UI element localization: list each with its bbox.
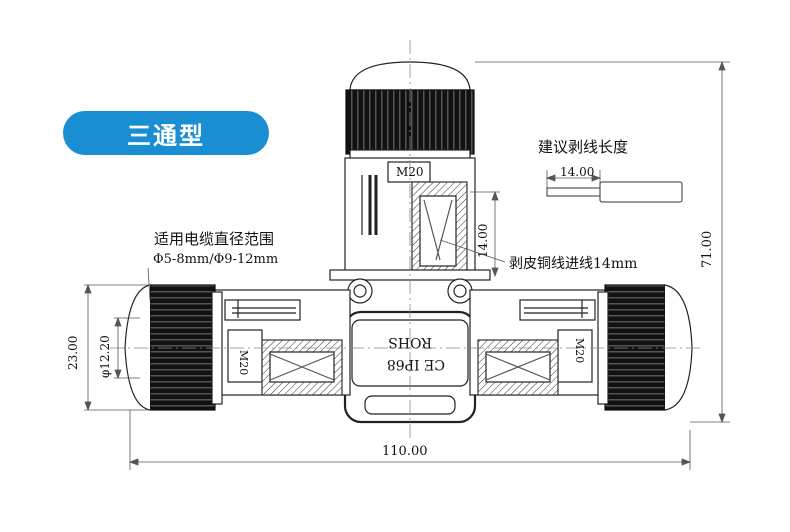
type-badge: 三通型 [63, 111, 269, 155]
total-width-dim: 110.00 [382, 444, 428, 459]
thread-top-mark: M20 [396, 165, 424, 179]
cable-range-title: 适用电缆直径范围 [154, 230, 275, 248]
side-height-dim: 23.00 [66, 335, 80, 370]
copper-strip-note: 剥皮铜线进线14mm [509, 256, 638, 272]
body-marking-rohs: ROHS [388, 334, 432, 350]
left-nut [149, 284, 216, 411]
thread-left-mark: M20 [237, 350, 250, 376]
body-marking-ce: CE IP68 [386, 356, 445, 372]
right-nut [604, 284, 666, 411]
thread-right-mark: M20 [573, 338, 586, 364]
strip-length-dim: 14.00 [560, 165, 595, 179]
strip-length-label: 建议剥线长度 [538, 138, 629, 156]
total-height-dim: 71.00 [700, 230, 715, 268]
stripped-wire-sample [546, 181, 683, 203]
cable-diameter-dim: φ12.20 [98, 335, 112, 378]
cable-range-values: Φ5-8mm/Φ9-12mm [153, 252, 279, 267]
inner-length-dim: 14.00 [476, 223, 490, 258]
